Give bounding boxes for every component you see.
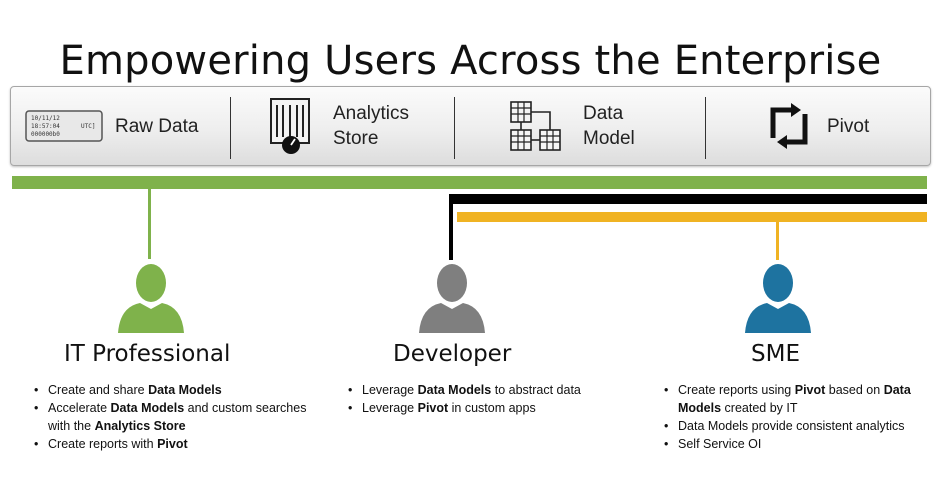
raw-data-icon: 10/11/12 18:57:04 UTC] 000000b0 <box>25 110 103 142</box>
bullet-text: based on <box>825 383 884 397</box>
bullet-item: Create reports with Pivot <box>30 435 330 453</box>
sme-bullets: Create reports using Pivot based on Data… <box>660 381 925 453</box>
sme-bar <box>457 212 927 222</box>
bullet-text: Leverage <box>362 401 418 415</box>
stage-label-line: Analytics <box>333 103 410 124</box>
stage-label-data-model: Data Model <box>583 101 635 151</box>
bullet-text: Pivot <box>417 401 449 415</box>
bullet-text: to abstract data <box>491 383 581 397</box>
it-professional-bar <box>12 176 927 189</box>
bullet-text: created by IT <box>721 401 798 415</box>
bullet-item: Data Models provide consistent analytics <box>660 417 925 435</box>
developer-person-icon <box>419 264 485 333</box>
analytics-store-icon <box>270 98 310 154</box>
stage-label-line: Model <box>583 128 635 149</box>
bullet-text: Pivot <box>794 383 826 397</box>
stage-data-model: Data Model <box>507 87 635 165</box>
page-title: Empowering Users Across the Enterprise <box>59 38 882 84</box>
raw-data-line-2: 18:57:04 <box>31 123 60 130</box>
stage-label-line: Data <box>583 103 624 124</box>
developer-connector <box>449 194 453 260</box>
bullet-text: Analytics Store <box>94 419 186 433</box>
bullet-item: Leverage Pivot in custom apps <box>344 399 614 417</box>
bullet-text: Data Models <box>148 383 222 397</box>
stage-raw-data: 10/11/12 18:57:04 UTC] 000000b0 Raw Data <box>25 87 198 165</box>
sme-connector <box>776 222 779 260</box>
bullet-text: Data Models provide consistent analytics <box>678 419 905 433</box>
bullet-item: Accelerate Data Models and custom search… <box>30 399 330 435</box>
bullet-text: Self Service OI <box>678 437 762 451</box>
bullet-text: Create reports using <box>678 383 795 397</box>
stage-label-raw-data: Raw Data <box>115 115 199 137</box>
bullet-text: Create and share <box>48 383 149 397</box>
bullet-item: Create and share Data Models <box>30 381 330 399</box>
bullet-text: in custom apps <box>448 401 536 415</box>
bullet-text: Pivot <box>157 437 188 451</box>
stage-band: 10/11/12 18:57:04 UTC] 000000b0 Raw Data… <box>10 86 931 166</box>
stage-label-pivot: Pivot <box>827 115 870 137</box>
stage-label-line: Store <box>333 128 379 149</box>
stage-label-analytics-store: Analytics Store <box>333 101 409 151</box>
stage-divider <box>230 97 231 159</box>
raw-data-line-3: UTC] <box>81 123 95 130</box>
bullet-item: Create reports using Pivot based on Data… <box>660 381 925 417</box>
bullet-text: Leverage <box>362 383 418 397</box>
it-professional-connector <box>148 189 151 259</box>
bullet-item: Leverage Data Models to abstract data <box>344 381 614 399</box>
bullet-item: Self Service OI <box>660 435 925 453</box>
stage-analytics-store: Analytics Store <box>267 87 409 165</box>
developer-bar <box>449 194 927 204</box>
persona-label-developer: Developer <box>393 341 512 367</box>
it-professional-bullets: Create and share Data ModelsAccelerate D… <box>30 381 330 453</box>
sme-person-icon <box>745 264 811 333</box>
developer-bullets: Leverage Data Models to abstract dataLev… <box>344 381 614 417</box>
stage-divider <box>705 97 706 159</box>
stage-pivot: Pivot <box>763 87 869 165</box>
bullet-text: Data Models <box>110 401 185 415</box>
persona-label-sme: SME <box>751 341 800 367</box>
pivot-icon <box>770 103 808 149</box>
raw-data-line-1: 10/11/12 <box>31 115 60 122</box>
data-model-icon <box>510 101 561 151</box>
stage-divider <box>454 97 455 159</box>
it-professional-person-icon <box>118 264 184 333</box>
bullet-text: Data Models <box>678 383 911 415</box>
bullet-text: and custom searches with the <box>48 401 307 433</box>
bullet-text: Create reports with <box>48 437 158 451</box>
bullet-text: Accelerate <box>48 401 111 415</box>
persona-label-it-professional: IT Professional <box>64 341 231 367</box>
bullet-text: Data Models <box>417 383 492 397</box>
raw-data-line-4: 000000b0 <box>31 131 60 138</box>
